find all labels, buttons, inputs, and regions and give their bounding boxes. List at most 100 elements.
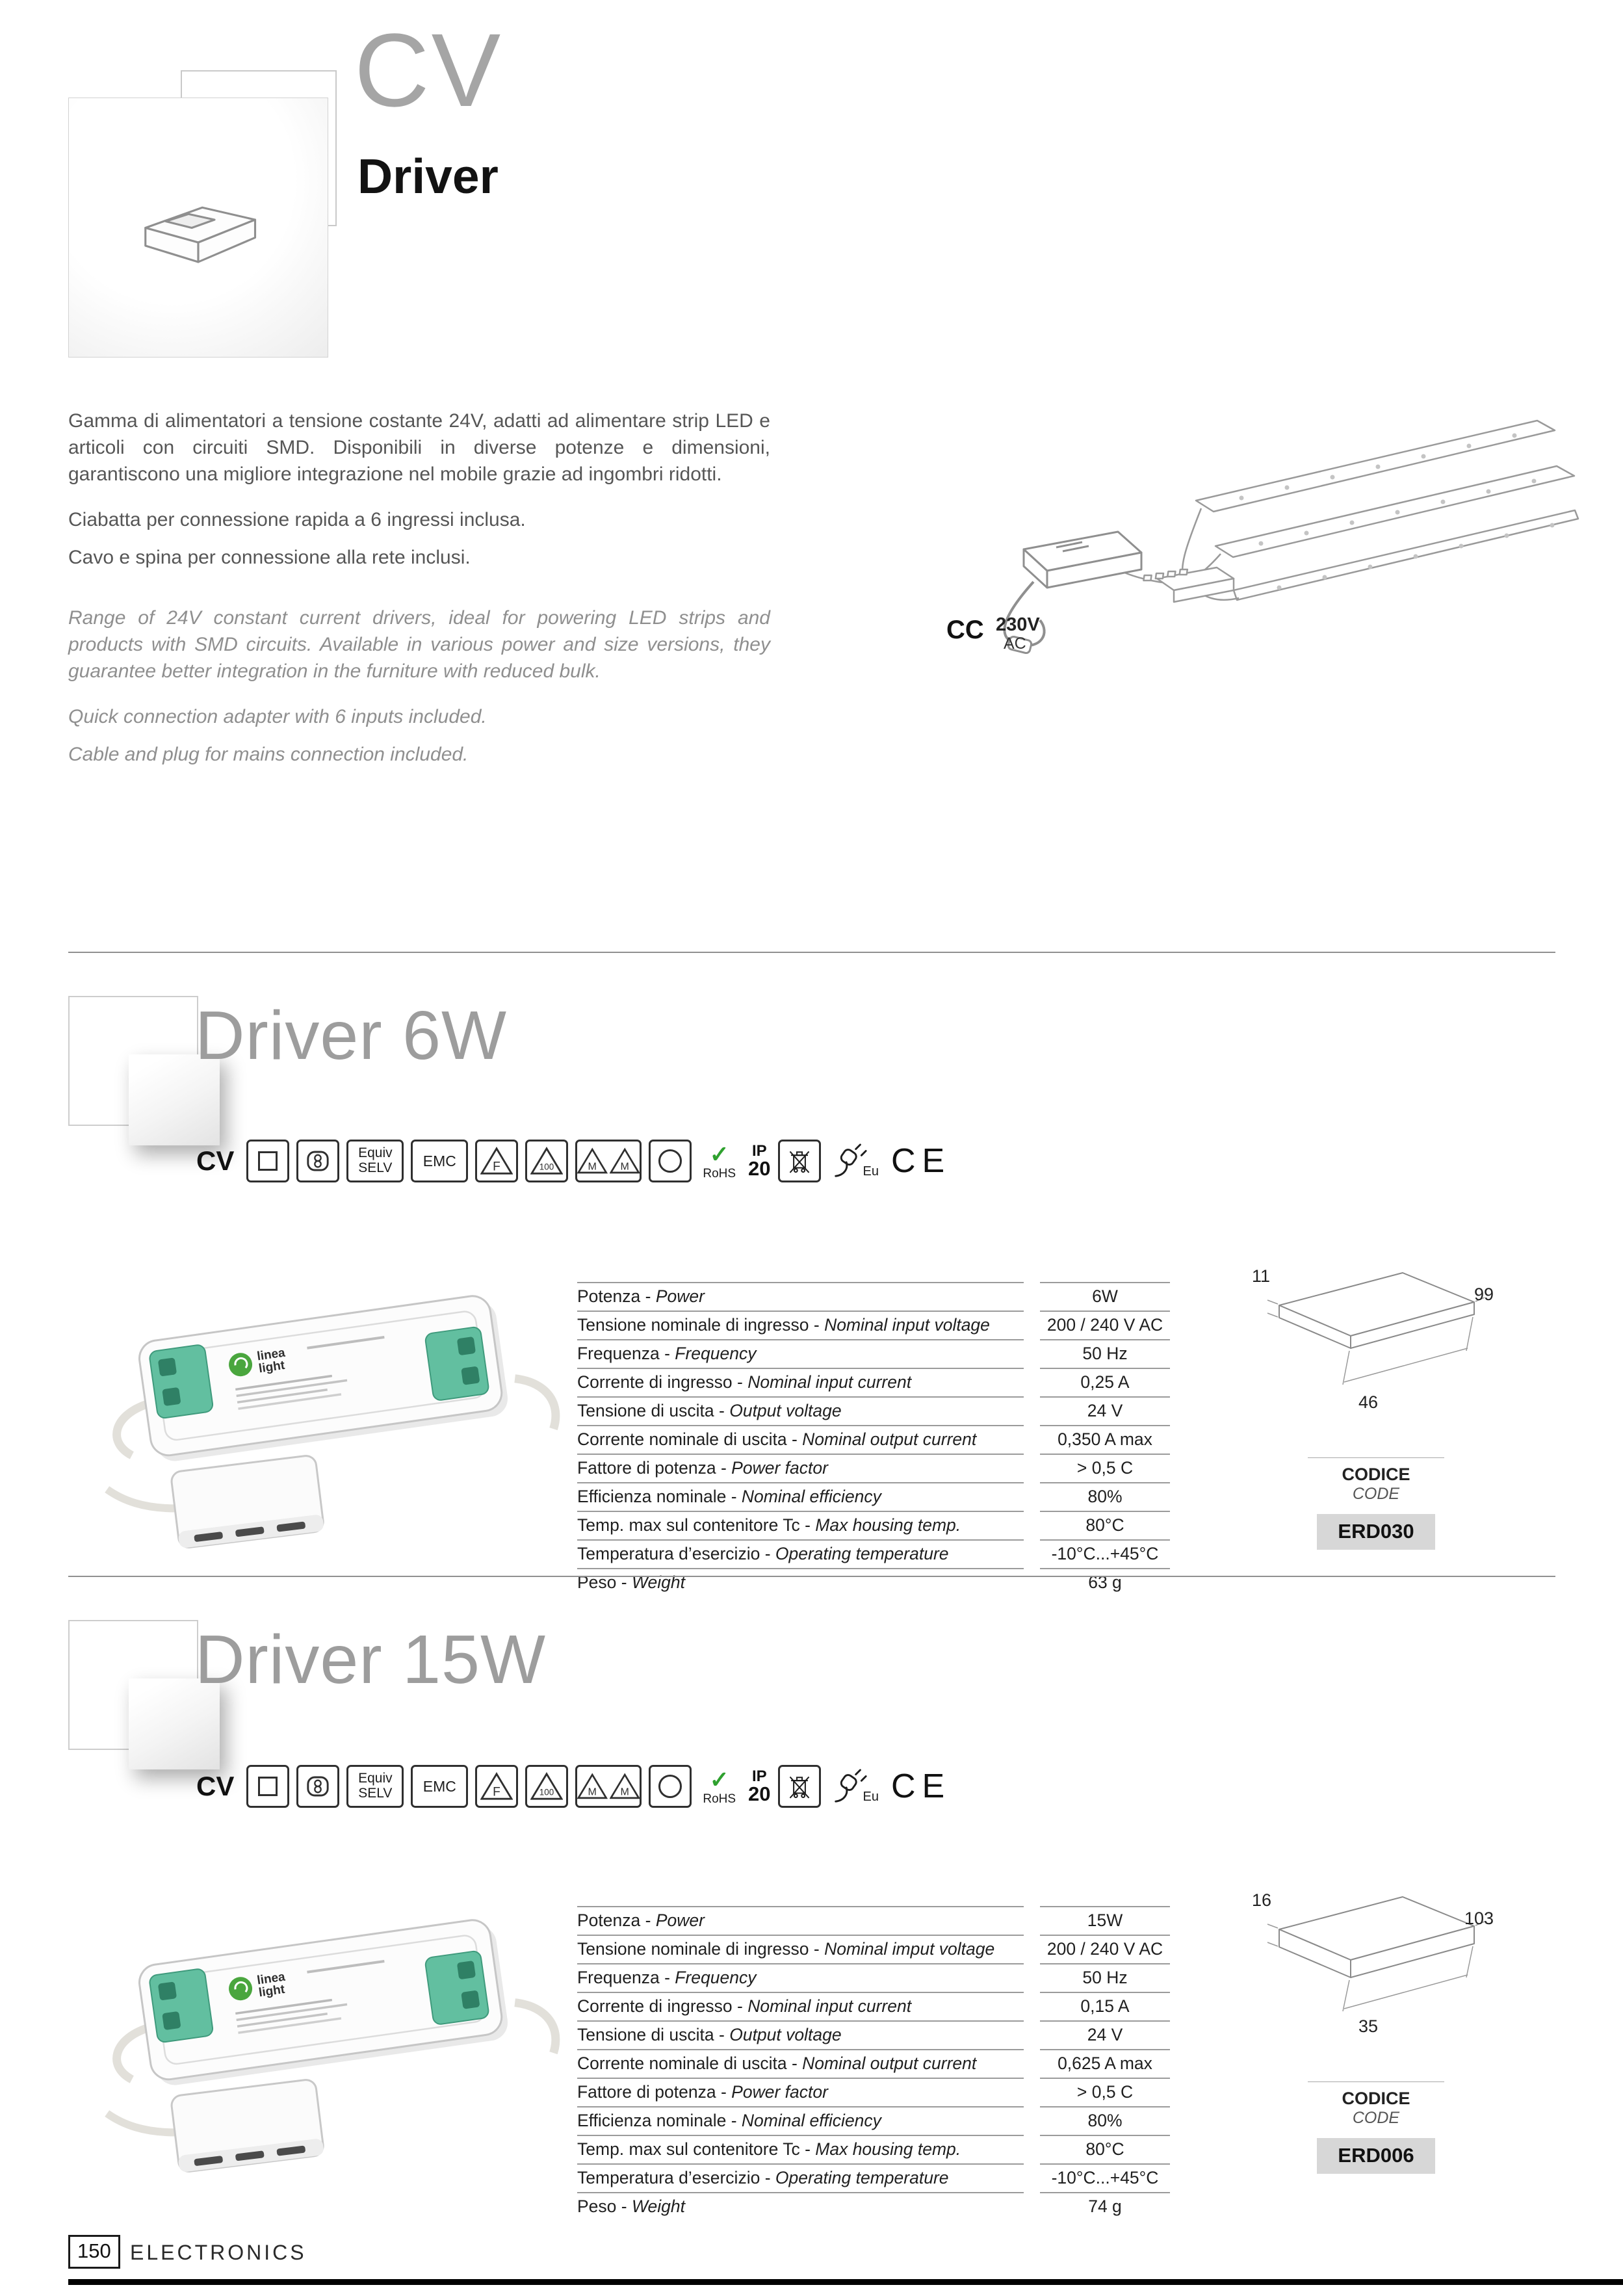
spec-separator: -: [809, 1939, 825, 1959]
temperature-100-icon: 100: [525, 1765, 569, 1808]
svg-text:F: F: [493, 1785, 501, 1799]
footer-bar: [68, 2279, 1623, 2285]
spec-label-it: Potenza: [577, 1286, 641, 1306]
spec-label: Tensione di uscita - Output voltage: [577, 2020, 1024, 2049]
intro-english: Range of 24V constant current drivers, i…: [68, 605, 770, 768]
check-icon: ✓: [709, 1766, 729, 1793]
spec-label: Frequenza - Frequency: [577, 1963, 1024, 1992]
product-code-badge: ERD030: [1317, 1514, 1435, 1550]
spec-row: Peso - Weight 63 g: [577, 1568, 1170, 1597]
spec-label-en: Frequency: [675, 1968, 757, 1987]
spec-label-en: Nominal imput voltage: [824, 1939, 995, 1959]
spec-row: Tensione nominale di ingresso - Nominal …: [577, 1311, 1170, 1339]
spec-separator: -: [616, 2197, 632, 2216]
spec-separator: -: [714, 2025, 730, 2044]
spec-label: Efficienza nominale - Nominal efficiency: [577, 2106, 1024, 2135]
cv-mark: CV: [196, 1145, 235, 1176]
system-diagram-drawing: CC 230V AC: [946, 419, 1579, 655]
spec-separator: -: [714, 1401, 730, 1420]
circle-symbol: [658, 1775, 682, 1798]
ip20-icon: IP 20: [748, 1141, 771, 1180]
spec-row: Fattore di potenza - Power factor > 0,5 …: [577, 2078, 1170, 2106]
spec-label: Tensione nominale di ingresso - Nominal …: [577, 1311, 1024, 1339]
spec-label-it: Corrente di ingresso: [577, 1996, 733, 2016]
furniture-mounting-icon: M M: [575, 1765, 642, 1808]
spec-row: Corrente nominale di uscita - Nominal ou…: [577, 2049, 1170, 2078]
product-photo: linea light: [97, 1862, 565, 2187]
spec-value: 24 V: [1040, 2020, 1170, 2049]
product-title: Driver 6W: [195, 997, 508, 1074]
class2-inner-square: [258, 1777, 278, 1796]
spec-value: 0,625 A max: [1040, 2049, 1170, 2078]
spec-value: > 0,5 C: [1040, 1454, 1170, 1482]
furniture-mounting-icon: M M: [575, 1140, 642, 1182]
flammable-surface-icon: F: [475, 1765, 519, 1808]
spec-row: Temp. max sul contenitore Tc - Max housi…: [577, 1511, 1170, 1539]
section-glossy-square: [129, 1054, 220, 1145]
page-subtitle: Driver: [357, 149, 499, 203]
spec-label: Frequenza - Frequency: [577, 1339, 1024, 1368]
spec-value: 200 / 240 V AC: [1040, 1935, 1170, 1963]
spec-label-en: Power: [655, 1911, 705, 1930]
spec-row: Fattore di potenza - Power factor > 0,5 …: [577, 1454, 1170, 1482]
dimension-drawing: 16 103 35: [1248, 1879, 1495, 2048]
system-diagram: CC 230V AC: [936, 384, 1579, 696]
spec-label-en: Nominal efficiency: [741, 2111, 881, 2130]
spec-value: -10°C...+45°C: [1040, 2163, 1170, 2192]
spec-row: Temperatura d’esercizio - Operating temp…: [577, 1539, 1170, 1568]
spec-label-en: Power factor: [731, 1458, 828, 1478]
spec-row: Tensione di uscita - Output voltage 24 V: [577, 2020, 1170, 2049]
spec-label: Fattore di potenza - Power factor: [577, 1454, 1024, 1482]
spec-value: 63 g: [1040, 1568, 1170, 1597]
spec-label-en: Nominal output current: [802, 2054, 977, 2073]
spec-label-it: Corrente nominale di uscita: [577, 1429, 787, 1449]
spec-separator: -: [659, 1968, 675, 1987]
page-title: CV: [354, 12, 503, 128]
spec-table: Potenza - Power 15W Tensione nominale di…: [577, 1906, 1170, 2221]
dim-width: 46: [1358, 1392, 1379, 1412]
spec-label: Peso - Weight: [577, 2192, 1024, 2221]
controlgear-icon: [296, 1140, 340, 1182]
spec-label: Potenza - Power: [577, 1906, 1024, 1935]
dim-thickness: 11: [1252, 1266, 1271, 1286]
spec-value: 0,350 A max: [1040, 1425, 1170, 1454]
rohs-icon: ✓ RoHS: [703, 1768, 736, 1805]
section-divider: [68, 1576, 1555, 1577]
intro-paragraph-en: Quick connection adapter with 6 inputs i…: [68, 706, 487, 728]
class2-inner-square: [258, 1151, 278, 1171]
spec-value: 0,25 A: [1040, 1368, 1170, 1396]
spec-label-it: Tensione di uscita: [577, 2025, 714, 2044]
spec-value: 80°C: [1040, 1511, 1170, 1539]
spec-row: Efficienza nominale - Nominal efficiency…: [577, 2106, 1170, 2135]
spec-label-it: Fattore di potenza: [577, 2082, 716, 2102]
dim-length: 103: [1464, 1909, 1494, 1928]
dim-length: 99: [1474, 1285, 1494, 1304]
intro-text: Gamma di alimentatori a tensione costant…: [68, 408, 770, 779]
spec-separator: -: [786, 1429, 803, 1449]
spec-row: Corrente nominale di uscita - Nominal ou…: [577, 1425, 1170, 1454]
spec-label-it: Temp. max sul contenitore Tc: [577, 2139, 800, 2159]
eu-plug-icon: Eu: [831, 1141, 879, 1181]
spec-separator: -: [726, 1487, 742, 1506]
voltage-label: 230V: [996, 614, 1040, 635]
spec-label-it: Frequenza: [577, 1344, 660, 1363]
spec-label-en: Nominal input current: [747, 1996, 912, 2016]
check-icon: ✓: [709, 1140, 729, 1168]
spec-value: 0,15 A: [1040, 1992, 1170, 2020]
equiv-label: Equiv: [358, 1771, 393, 1786]
spec-value: 50 Hz: [1040, 1339, 1170, 1368]
svg-text:100: 100: [539, 1162, 554, 1171]
spec-value: > 0,5 C: [1040, 2078, 1170, 2106]
driver-sketch-icon: [144, 206, 257, 263]
product-family-image: [68, 98, 328, 358]
spec-label: Temp. max sul contenitore Tc - Max housi…: [577, 2135, 1024, 2163]
spec-separator: -: [786, 2054, 803, 2073]
spec-label-it: Tensione nominale di ingresso: [577, 1315, 809, 1335]
spec-separator: -: [760, 1544, 775, 1563]
intro-paragraph-it: Gamma di alimentatori a tensione costant…: [68, 410, 770, 485]
equiv-label: Equiv: [358, 1145, 393, 1161]
dim-width: 35: [1358, 2016, 1379, 2036]
spec-value: 80%: [1040, 2106, 1170, 2135]
